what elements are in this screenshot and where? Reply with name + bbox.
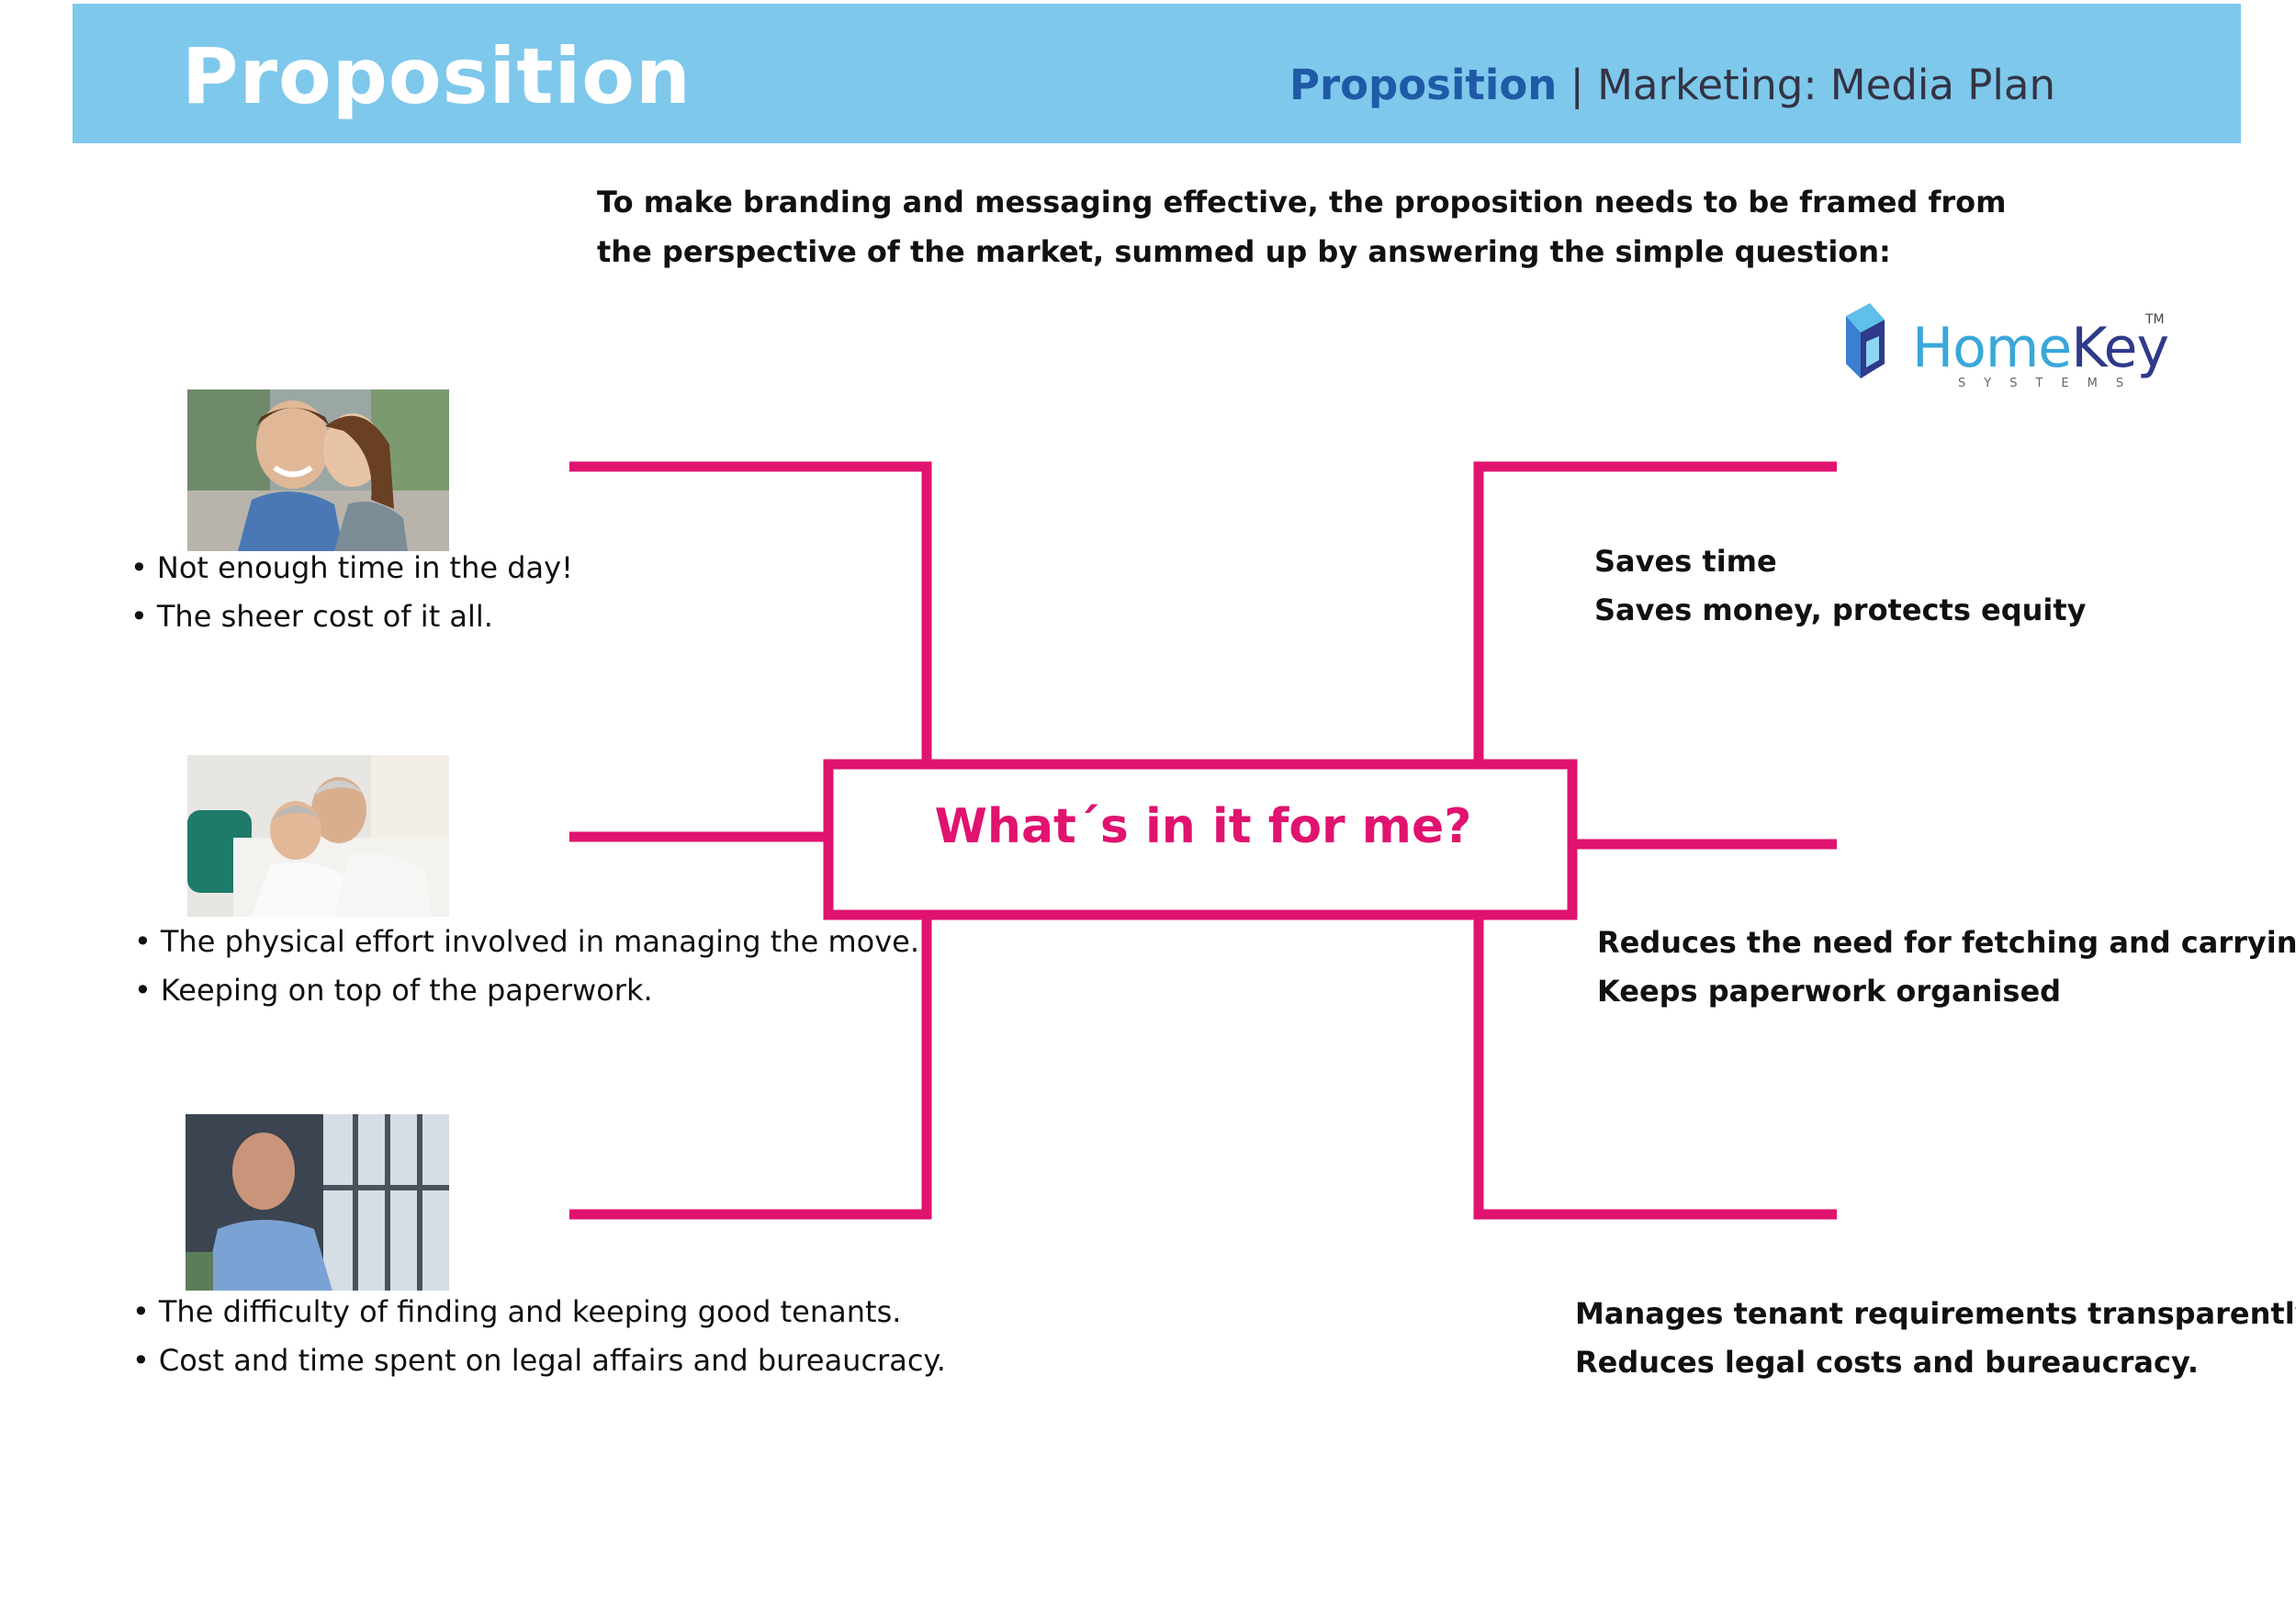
header-band <box>73 4 2241 143</box>
pain-item: The sheer cost of it all. <box>130 592 573 641</box>
logo-trademark: TM <box>2145 312 2165 327</box>
couple-selfie-photo <box>187 389 449 551</box>
logo-word-key: Key <box>2071 316 2169 380</box>
man-at-window-photo <box>186 1114 449 1291</box>
benefit-group-2: Reduces the need for fetching and carryi… <box>1597 919 2296 1016</box>
pain-item: The physical effort involved in managing… <box>134 918 919 966</box>
benefit-line: Saves money, protects equity <box>1594 592 2087 627</box>
center-box <box>823 759 1578 920</box>
breadcrumb-current: Proposition <box>1289 61 1558 109</box>
senior-couple-photo <box>187 755 449 917</box>
pain-item: The difficulty of finding and keeping go… <box>132 1288 946 1336</box>
pain-item: Not enough time in the day! <box>130 544 573 592</box>
benefit-group-1: Saves time Saves money, protects equity <box>1594 537 2087 635</box>
center-question: What´s in it for me? <box>934 799 1472 854</box>
pain-list-2: The physical effort involved in managing… <box>134 918 919 1015</box>
intro-line-1: To make branding and messaging effective… <box>597 185 2007 220</box>
homekey-logo: HomeKey TM SYSTEMS <box>1833 299 2173 400</box>
benefit-line: Saves time <box>1594 544 1777 579</box>
pain-list-3: The difficulty of finding and keeping go… <box>132 1288 946 1385</box>
pain-item: Cost and time spent on legal affairs and… <box>132 1336 946 1385</box>
breadcrumb: Proposition | Marketing: Media Plan <box>1289 61 2055 109</box>
intro-line-2: the perspective of the market, summed up… <box>597 234 1891 269</box>
connector-right-top <box>1473 461 1837 764</box>
page-title: Proposition <box>182 31 692 121</box>
logo-cube-icon <box>1846 303 1885 378</box>
pain-list-1: Not enough time in the day! The sheer co… <box>130 544 573 641</box>
pain-item: Keeping on top of the paperwork. <box>134 966 919 1015</box>
logo-word-home: Home <box>1912 316 2072 380</box>
connector-left-bottom <box>569 915 932 1220</box>
connector-right-bottom <box>1473 915 1837 1220</box>
breadcrumb-section: | Marketing: Media Plan <box>1557 61 2055 109</box>
benefit-line: Manages tenant requirements transparentl… <box>1575 1296 2296 1331</box>
logo-wordmark: HomeKey <box>1912 316 2169 380</box>
intro-text: To make branding and messaging effective… <box>597 177 2007 276</box>
logo-subtitle: SYSTEMS <box>1958 377 2143 390</box>
benefit-line: Reduces the need for fetching and carryi… <box>1597 925 2296 960</box>
benefit-group-3: Manages tenant requirements transparentl… <box>1575 1290 2296 1387</box>
benefit-line: Keeps paperwork organised <box>1597 974 2062 1009</box>
benefit-line: Reduces legal costs and bureaucracy. <box>1575 1345 2200 1380</box>
connector-left-top <box>569 461 932 764</box>
